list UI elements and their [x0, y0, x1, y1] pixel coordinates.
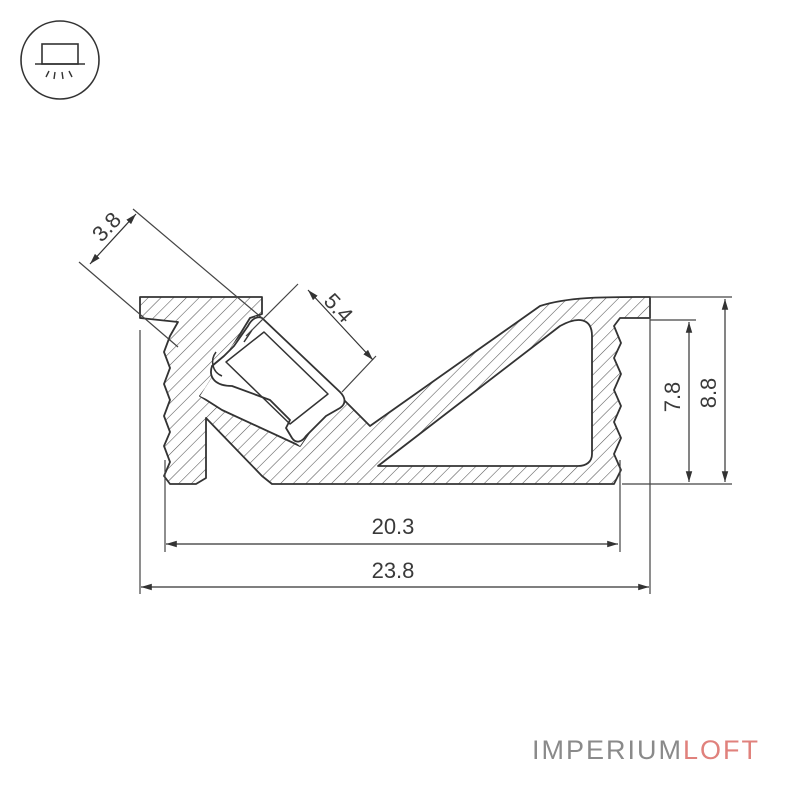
triangular-cavity	[377, 319, 593, 467]
dim-total-height-label: 8.8	[696, 378, 721, 409]
ceiling-light-icon	[20, 20, 100, 100]
dim-inner-width-label: 20.3	[372, 514, 415, 539]
dim-inner-height-label: 7.8	[660, 382, 685, 413]
dim-channel-width-label: 5.4	[319, 288, 358, 327]
dim-total-width-label: 23.8	[372, 558, 415, 583]
led-insert-inner	[225, 331, 329, 425]
profile-cross-section	[139, 296, 651, 485]
dim-led-width-label: 3.8	[87, 207, 126, 246]
brand-logo-part2: LOFT	[682, 735, 760, 765]
extension-lines	[78, 208, 732, 594]
brand-logo: IMPERIUMLOFT	[532, 735, 760, 766]
dimension-lines	[89, 213, 729, 591]
brand-logo-part1: IMPERIUM	[531, 735, 683, 765]
